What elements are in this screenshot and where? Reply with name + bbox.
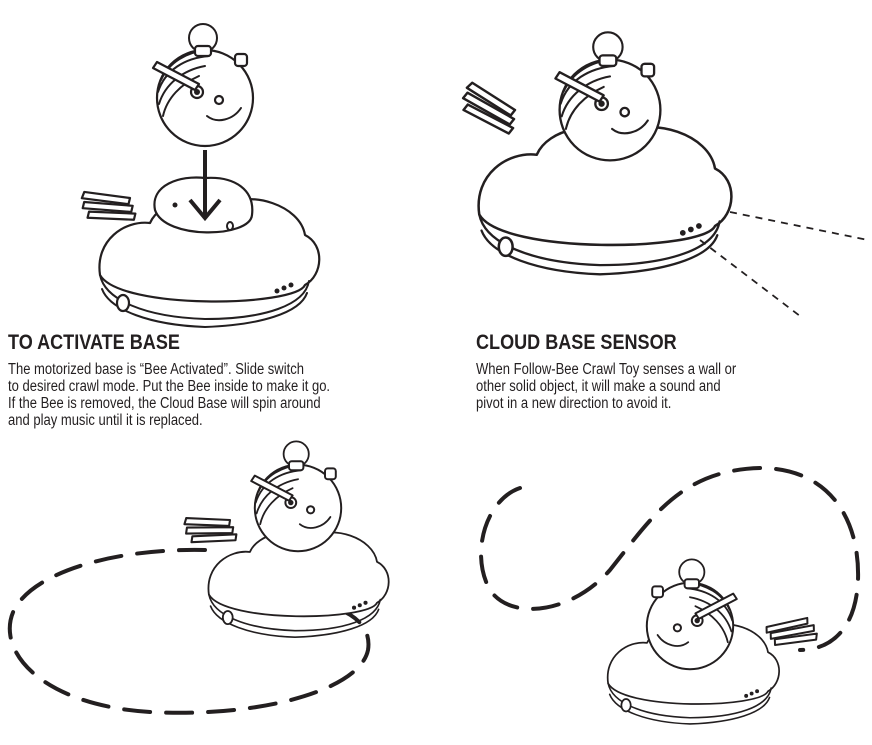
sensor-beams-icon [700, 212, 868, 316]
sensor-line: pivot in a new direction to avoid it. [476, 395, 736, 412]
cloud-base-sensor-title: CLOUD BASE SENSOR [476, 331, 677, 355]
activate-base-line: and play music until it is replaced. [8, 412, 330, 429]
activate-base-line: to desired crawl mode. Put the Bee insid… [8, 378, 330, 395]
sensor-line: other solid object, it will make a sound… [476, 378, 736, 395]
sensor-line: When Follow-Bee Crawl Toy senses a wall … [476, 361, 736, 378]
bee-dropping-into-base-illustration [81, 24, 319, 327]
activate-base-line: If the Bee is removed, the Cloud Base wi… [8, 395, 330, 412]
cloud-base-sensor-text: When Follow-Bee Crawl Toy senses a wall … [476, 361, 736, 412]
activate-base-line: The motorized base is “Bee Activated”. S… [8, 361, 330, 378]
bee-crawling-wave-path-illustration [481, 468, 858, 724]
activate-base-text: The motorized base is “Bee Activated”. S… [8, 361, 330, 429]
bee-in-base-sensor-illustration [457, 32, 868, 316]
bee-crawling-oval-path-illustration [10, 441, 389, 712]
activate-base-title: TO ACTIVATE BASE [8, 331, 180, 355]
